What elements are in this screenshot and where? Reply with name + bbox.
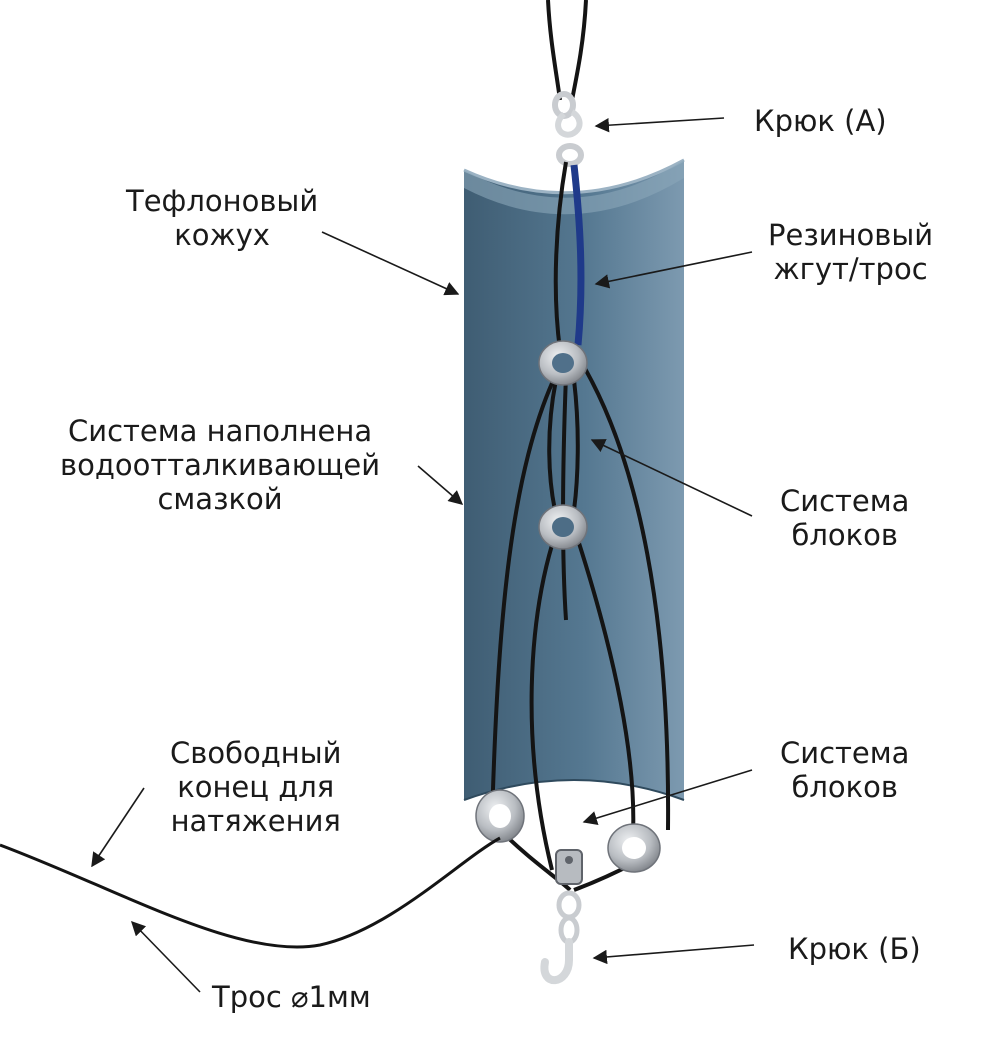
arrow-teflon [321,231,460,296]
lower-right-pulley-icon [607,823,661,873]
free-end-cable [0,836,501,949]
label-lubricant: Система наполнена водоотталкивающей смаз… [60,414,381,517]
hook-a-icon [552,91,584,167]
label-rubber-cord: Резиновый жгут/трос [768,218,934,287]
label-free-end: Свободный конец для натяжения [170,736,342,839]
label-pulley-system-upper: Система блоков [780,484,910,553]
label-hook-b: Крюк (Б) [788,932,921,966]
arrow-hook-a [594,117,725,133]
lower-left-pulley-icon [475,789,525,843]
suspension-cable [546,0,588,101]
middle-pulley-icon [538,504,588,550]
arrow-rubber [594,251,753,289]
rubber-cord [570,164,585,346]
label-cable: Трос ⌀1мм [212,980,371,1014]
pulley-ropes [490,161,671,892]
label-teflon-casing: Тефлоновый кожух [126,184,319,253]
arrow-pulley-upper [590,439,753,517]
hook-b-icon [540,915,580,985]
upper-pulley-icon [538,340,588,386]
arrow-pulley-lower [582,769,753,826]
shackle-icon [555,849,583,920]
label-pulley-system-lower: Система блоков [780,736,910,805]
arrow-free-end [91,787,145,868]
label-hook-a: Крюк (А) [754,104,887,138]
leader-arrows [91,117,755,993]
arrow-hook-b [592,944,755,965]
arrow-cable [130,920,201,993]
arrow-lubricant [417,465,464,505]
